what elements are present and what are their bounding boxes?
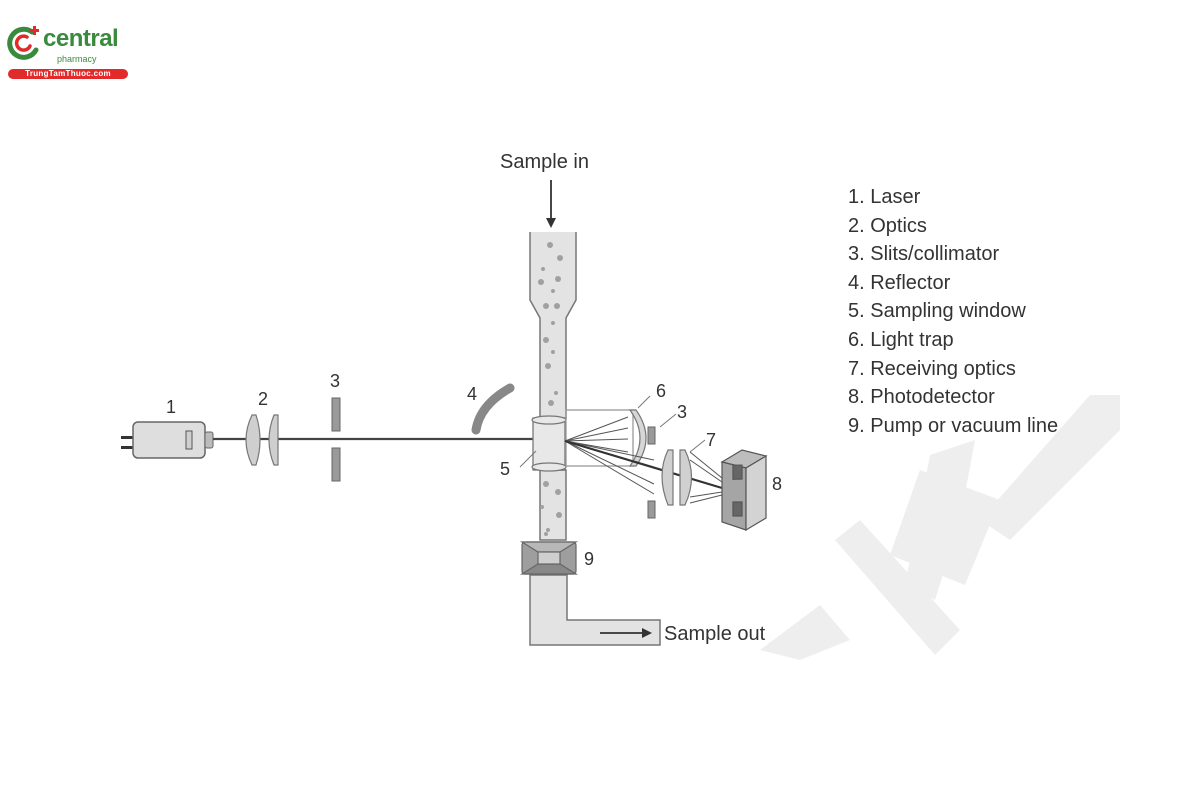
legend-item-photodetector: 8. Photodetector <box>848 386 995 409</box>
legend-item-pump: 9. Pump or vacuum line <box>848 414 1059 437</box>
callout-laser: 1 <box>166 397 176 417</box>
sampling-window <box>531 415 567 472</box>
pump <box>519 541 579 575</box>
light-trap <box>565 409 647 467</box>
callout-receiving-optics: 7 <box>706 430 716 450</box>
legend-item-light-trap: 6. Light trap <box>848 328 954 351</box>
watermark <box>760 395 1120 660</box>
legend-item-reflector: 4. Reflector <box>848 271 951 294</box>
callout-photodetector: 8 <box>772 474 782 494</box>
logo-subtitle: pharmacy <box>57 54 97 64</box>
logo-brand-text: central <box>43 25 119 52</box>
legend-item-sampling-window: 5. Sampling window <box>848 300 1026 323</box>
callout-light-trap: 6 <box>656 381 666 401</box>
legend-item-receiving-optics: 7. Receiving optics <box>848 357 1016 380</box>
central-pharmacy-logo-icon <box>7 26 39 60</box>
photodetector <box>720 449 768 532</box>
logo-site-link[interactable]: TrungTamThuoc.com <box>8 69 128 79</box>
callout-reflector: 4 <box>467 384 477 404</box>
brand-logo[interactable]: central pharmacy TrungTamThuoc.com <box>6 24 130 82</box>
reflector <box>471 383 515 435</box>
callout-optics: 2 <box>258 389 268 409</box>
legend-item-slits: 3. Slits/collimator <box>848 243 1000 266</box>
slits-right <box>647 426 656 519</box>
callout-slits-right: 3 <box>677 402 687 422</box>
receiving-optics <box>661 449 693 506</box>
laser <box>121 421 214 459</box>
sample-in-label: Sample in <box>500 151 589 173</box>
diagram-legend: 1. Laser 2. Optics 3. Slits/collimator 4… <box>848 183 1058 440</box>
sample-out-label: Sample out <box>664 623 766 645</box>
slits-left <box>331 397 341 482</box>
callout-slits-left: 3 <box>330 371 340 391</box>
optics-lenses <box>245 414 279 466</box>
legend-item-optics: 2. Optics <box>848 214 927 237</box>
callout-pump: 9 <box>584 549 594 569</box>
scattered-rays <box>564 416 723 504</box>
callout-sampling-window: 5 <box>500 459 510 479</box>
legend-item-laser: 1. Laser <box>848 186 921 208</box>
